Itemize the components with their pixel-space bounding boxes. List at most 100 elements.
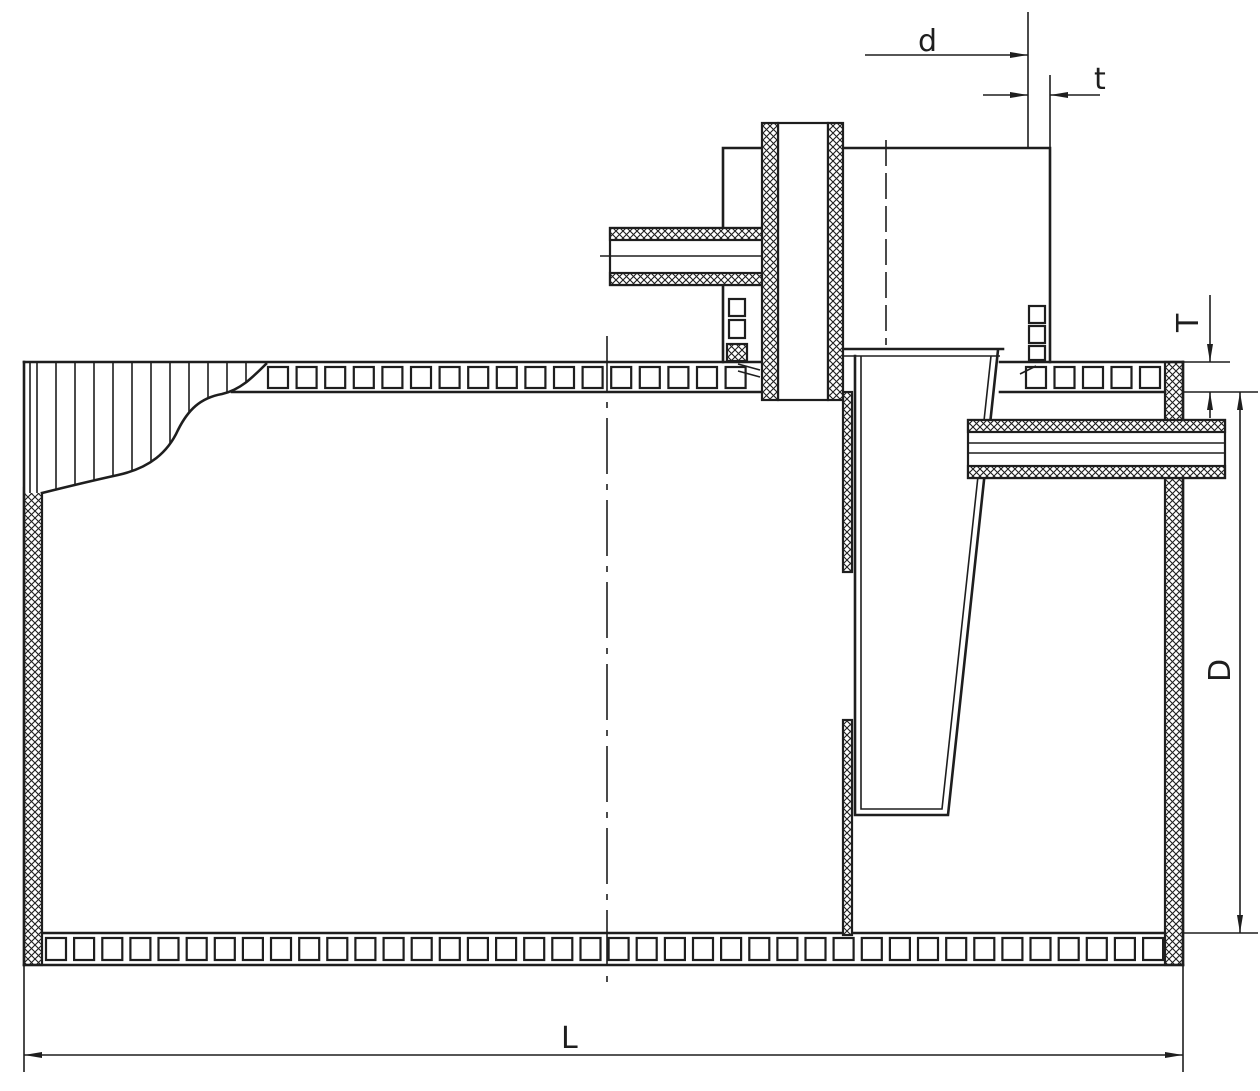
inlet-pipe-bottom-wall	[608, 271, 772, 287]
chamber-support-block	[725, 342, 749, 363]
bottom-wall-cell	[382, 936, 405, 962]
riser-pipe-left-wall	[760, 121, 780, 402]
chamber-support-block	[1027, 344, 1047, 362]
top-wall-cell	[610, 365, 633, 390]
top-wall-cell	[438, 365, 461, 390]
cutaway-break-line	[40, 362, 268, 495]
bottom-wall-cell	[523, 936, 546, 962]
dimension-T-label: T	[1171, 313, 1206, 333]
top-wall-cell	[352, 365, 375, 390]
top-wall-cell	[667, 365, 690, 390]
bottom-wall-cell	[748, 936, 771, 962]
bottom-wall-cell	[1057, 936, 1080, 962]
bottom-wall-cell	[410, 936, 433, 962]
bottom-wall-cell	[1029, 936, 1052, 962]
dimension-t: t	[983, 62, 1106, 148]
dimension-d-label: d	[918, 24, 937, 59]
top-wall-cell	[1024, 365, 1048, 390]
bottom-wall-cell	[776, 936, 799, 962]
tank-shell	[22, 360, 1185, 967]
top-wall-cell	[1138, 365, 1162, 390]
top-wall-cell	[695, 365, 719, 390]
top-wall-cell	[324, 365, 347, 390]
baffle-upper	[841, 390, 854, 574]
inlet-pipe	[600, 226, 772, 287]
top-wall-cell	[1053, 365, 1076, 390]
chamber-seal-strokes	[737, 363, 1037, 378]
bottom-wall-cell	[298, 936, 321, 962]
bottom-wall-cell	[157, 936, 180, 962]
bottom-wall-cell	[551, 936, 574, 962]
bottom-wall-cell	[832, 936, 855, 962]
bottom-wall-cell	[129, 936, 152, 962]
hollow-wall-cells	[44, 365, 1165, 962]
bottom-wall-cell	[466, 936, 489, 962]
baffle-lower	[841, 718, 854, 937]
bottom-wall-cell	[72, 936, 96, 962]
baffle-plate	[841, 390, 854, 937]
bottom-wall-cell	[44, 936, 68, 962]
vessel-inner-wall	[860, 355, 992, 810]
dimension-L-label: L	[561, 1021, 578, 1056]
top-wall-cell	[524, 365, 547, 390]
top-wall-cell	[1110, 365, 1133, 390]
bottom-wall-cell	[916, 936, 940, 962]
dimension-d: d	[865, 12, 1029, 148]
chamber-support-block	[727, 318, 747, 340]
riser-pipe-bore	[776, 121, 830, 402]
bottom-wall-cell	[241, 936, 264, 962]
chamber-support-block	[727, 297, 747, 318]
top-wall-cell	[495, 365, 518, 390]
bottom-wall-cell	[691, 936, 715, 962]
bottom-wall-cell	[1085, 936, 1108, 962]
riser-pipe	[760, 121, 845, 402]
top-wall-cell	[381, 365, 404, 390]
bottom-wall-cell	[888, 936, 912, 962]
bottom-wall-cell	[1141, 936, 1165, 962]
bottom-wall-cell	[495, 936, 518, 962]
bottom-wall-cell	[804, 936, 827, 962]
top-wall-cell	[581, 365, 604, 390]
bottom-wall-cell	[973, 936, 996, 962]
bottom-wall-cell	[860, 936, 883, 962]
top-wall-cell	[266, 365, 290, 390]
bottom-wall-cell	[607, 936, 630, 962]
dimension-D: D	[1183, 392, 1258, 934]
outlet-pipe-bottom-wall	[966, 464, 1227, 480]
bottom-wall-cell	[438, 936, 461, 962]
bottom-wall-cell	[579, 936, 602, 962]
riser-pipe-right-wall	[826, 121, 845, 402]
dimension-t-label: t	[1094, 62, 1106, 97]
bottom-wall-cell	[1001, 936, 1024, 962]
vessel-outer-wall	[853, 348, 1000, 817]
chamber-left-edge	[721, 146, 764, 364]
dimension-T: T	[1171, 295, 1258, 418]
top-wall-cell	[1081, 365, 1105, 390]
inlet-pipe-top-wall	[608, 226, 772, 242]
outlet-pipe	[966, 418, 1227, 480]
bottom-wall-cell	[354, 936, 377, 962]
bottom-wall-cell	[326, 936, 349, 962]
top-wall-cell	[409, 365, 433, 390]
bottom-wall-cell	[1113, 936, 1137, 962]
bottom-wall-cell	[213, 936, 236, 962]
chamber-support-block	[1027, 304, 1047, 325]
top-wall-cell	[552, 365, 576, 390]
dimension-D-label: D	[1203, 659, 1238, 682]
bottom-wall-cell	[663, 936, 687, 962]
top-wall-cell	[724, 365, 747, 390]
bottom-wall-cell	[719, 936, 743, 962]
bottom-wall-cell	[635, 936, 658, 962]
top-wall-cell	[295, 365, 318, 390]
left-wall	[22, 486, 44, 967]
dimension-L: L	[23, 965, 1184, 1072]
top-wall-cell	[638, 365, 661, 390]
bottom-wall-cell	[185, 936, 208, 962]
outlet-pipe-top-wall	[966, 418, 1227, 434]
top-wall-cell	[467, 365, 490, 390]
bottom-wall-cell	[269, 936, 293, 962]
bottom-wall-cell	[945, 936, 968, 962]
inner-tapered-vessel	[841, 347, 1005, 817]
bottom-wall-cell	[101, 936, 124, 962]
chamber-support-block	[1027, 324, 1047, 345]
